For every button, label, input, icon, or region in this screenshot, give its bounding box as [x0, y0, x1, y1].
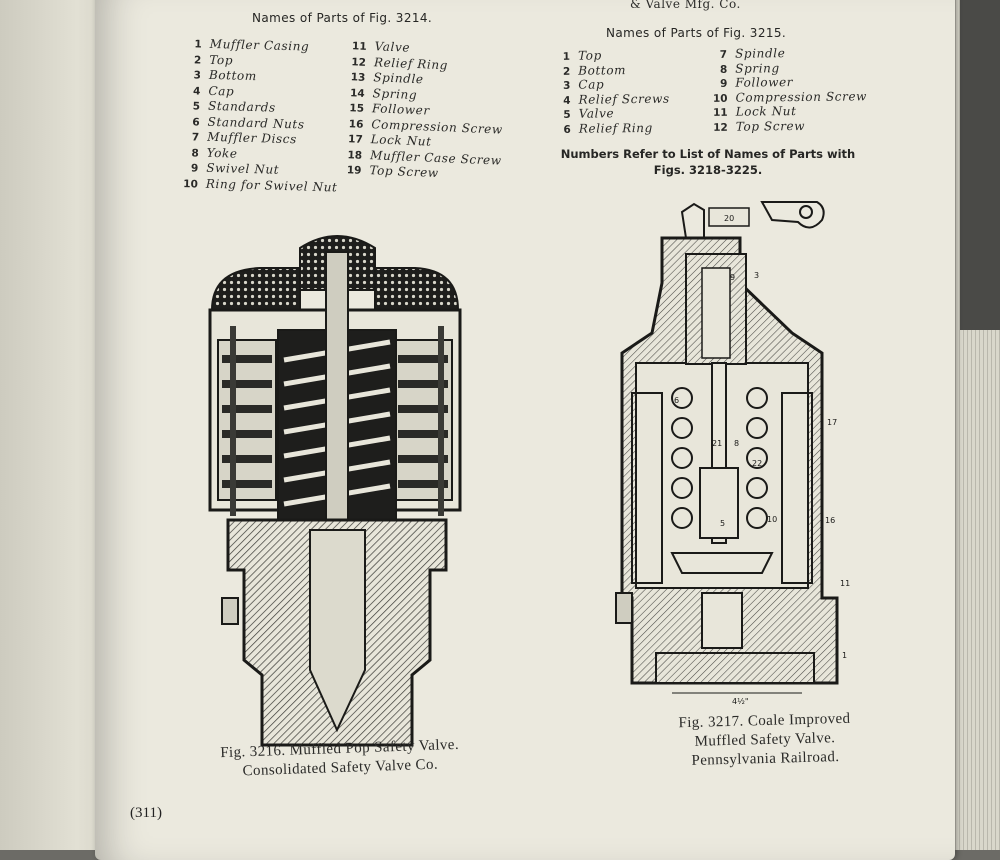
callout-17: 17	[827, 418, 837, 427]
callout-11: 11	[840, 579, 850, 588]
callout-22: 22	[752, 459, 762, 468]
fig-3217-illustration: 20 9 3 6 17 21 8 22 5 10 16 11 1 4½"	[615, 201, 850, 706]
left-page-edge	[0, 0, 110, 850]
note-line-1: Numbers Refer to List of Names of Parts …	[560, 147, 856, 161]
callout-1: 1	[842, 651, 847, 660]
callout-8: 8	[734, 439, 739, 448]
callout-20: 20	[724, 214, 734, 223]
page-number: (311)	[130, 805, 162, 821]
callout-3: 3	[754, 271, 759, 280]
note-line-2: Figs. 3218-3225.	[653, 163, 763, 177]
fig-3216-illustration	[208, 235, 462, 747]
callout-10: 10	[767, 515, 777, 524]
background-corner	[960, 0, 1000, 330]
right-list-title: Names of Parts of Fig. 3215.	[606, 26, 787, 40]
callout-6: 6	[674, 396, 679, 405]
callout-21: 21	[712, 439, 722, 448]
callout-5: 5	[720, 519, 725, 528]
callout-16: 16	[825, 516, 835, 525]
left-list-title: Names of Parts of Fig. 3214.	[252, 11, 433, 25]
dimension-label: 4½"	[732, 697, 749, 706]
running-head: & Valve Mfg. Co.	[630, 0, 741, 11]
callout-9: 9	[730, 273, 735, 282]
figure-reference-note: Numbers Refer to List of Names of Parts …	[548, 146, 868, 178]
fig-3217-caption: Fig. 3217. Coale Improved Muffled Safety…	[659, 709, 870, 771]
